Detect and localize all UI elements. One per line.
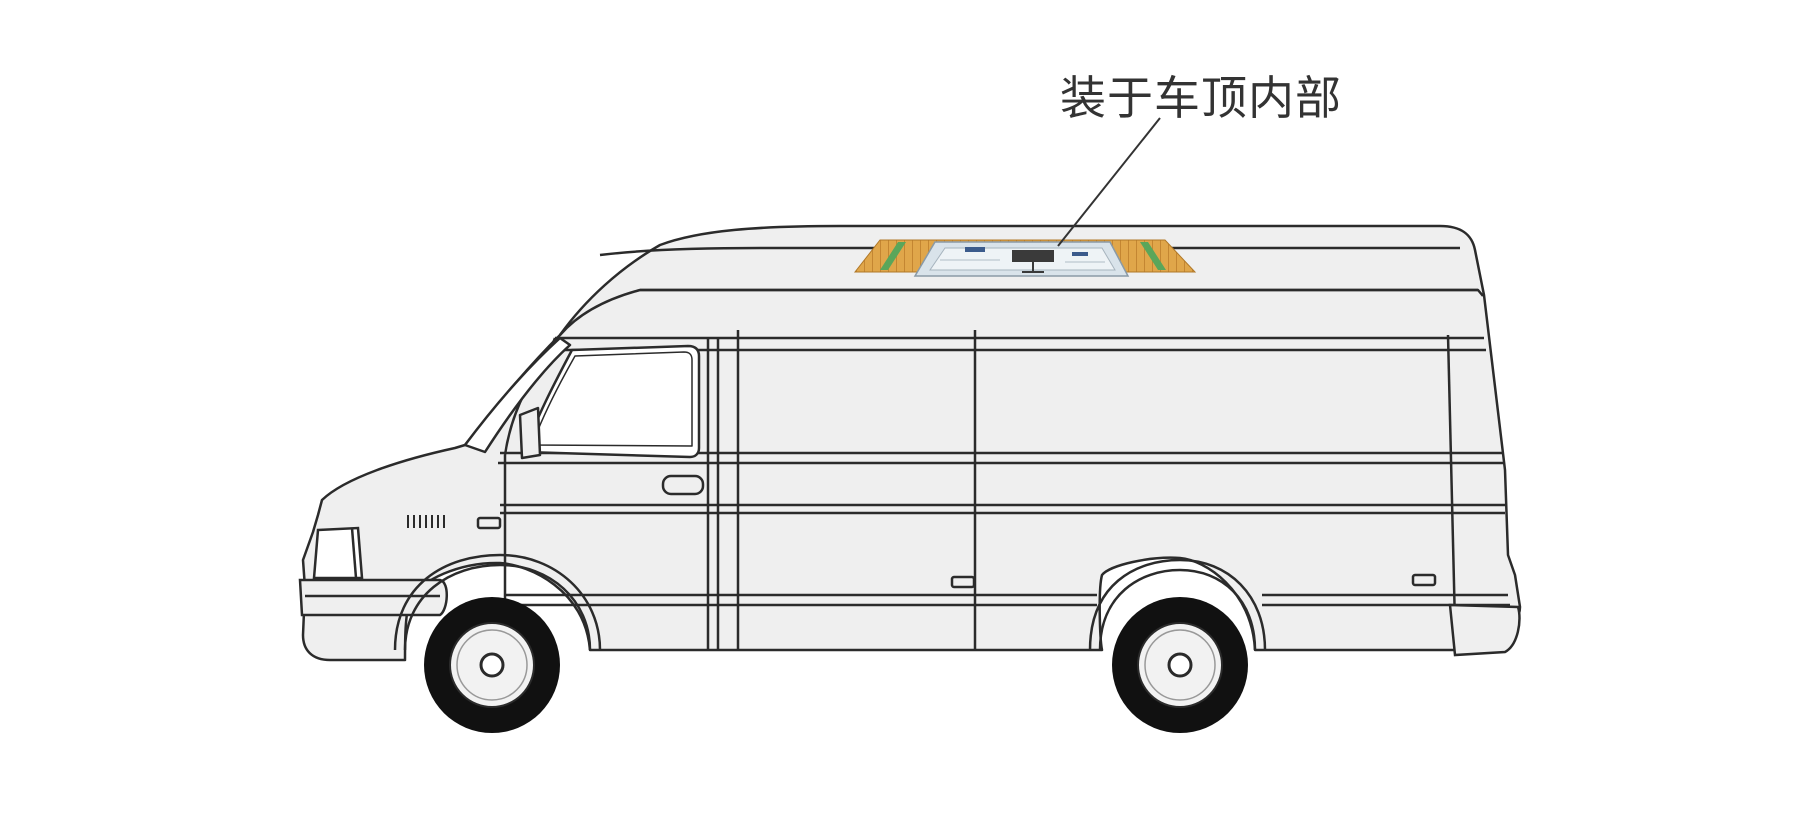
front-bumper <box>298 578 448 617</box>
device-display <box>1012 250 1054 262</box>
callout-label: 装于车顶内部 <box>1060 71 1342 125</box>
front-wheel <box>424 597 560 733</box>
front-wheel-arch <box>403 563 592 651</box>
roof-mounted-unit <box>853 239 1197 277</box>
cab-windows <box>463 336 701 460</box>
roof-mat-green-right <box>1140 242 1166 270</box>
side-mirror <box>518 406 542 460</box>
roof-mat-green-left <box>880 242 906 270</box>
side-window <box>523 344 701 459</box>
headlight <box>312 526 364 580</box>
grille-vents <box>407 515 445 528</box>
rear-bumper <box>1448 603 1521 657</box>
van-body <box>301 224 1522 662</box>
rear-wheel <box>1112 597 1248 733</box>
side-marker-rear <box>1411 573 1437 587</box>
device-module-right <box>1072 252 1088 256</box>
callout-leader-line <box>1057 117 1161 247</box>
device-module-left <box>965 247 985 252</box>
cab-door-handle <box>661 474 705 496</box>
side-marker-middle <box>950 575 976 589</box>
rear-wheel-arch <box>1098 568 1257 651</box>
side-indicator <box>476 516 502 530</box>
van-details <box>298 474 1521 657</box>
windshield <box>463 336 572 454</box>
